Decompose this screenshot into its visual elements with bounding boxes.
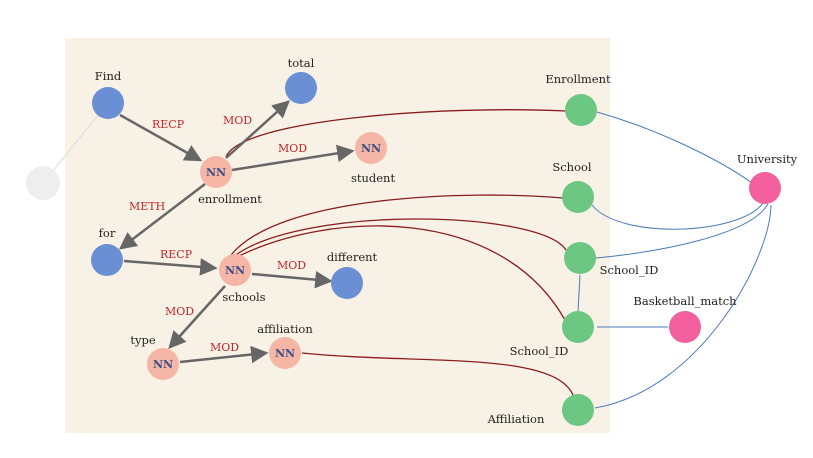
edge-find-enrollment	[119, 113, 203, 162]
node-total-label: total	[288, 56, 315, 70]
schema-edges	[577, 111, 772, 409]
node-school-id-column-2[interactable]	[562, 311, 594, 343]
node-enrollment[interactable]	[200, 156, 232, 188]
node-schools-label: schools	[222, 290, 265, 304]
edge-schools-type	[168, 285, 226, 349]
node-find-label: Find	[95, 69, 122, 83]
faded-edge	[42, 102, 109, 184]
node-university-label: University	[737, 152, 798, 166]
edge-label-recp-1: RECP	[152, 118, 185, 131]
edge-schools-different	[251, 270, 333, 289]
node-student[interactable]	[355, 132, 387, 164]
edge-label-recp-2: RECP	[160, 248, 193, 261]
edge-type-affiliation	[179, 345, 269, 364]
node-schools[interactable]	[219, 254, 251, 286]
schema-edge-schoolid1-university	[595, 203, 769, 259]
node-schools-tag: NN	[225, 264, 245, 277]
node-affiliation-column-label: Affiliation	[487, 412, 545, 426]
question-panel	[65, 38, 610, 433]
node-different[interactable]	[331, 267, 363, 299]
node-affiliation-label: affiliation	[257, 322, 313, 336]
match-edge-schoolid2	[234, 225, 566, 321]
edge-label-mod-student: MOD	[278, 142, 307, 155]
node-university[interactable]	[749, 172, 781, 204]
node-school-column[interactable]	[562, 181, 594, 213]
node-type-tag: NN	[153, 358, 173, 371]
edge-label-mod-type: MOD	[165, 305, 194, 318]
node-enrollment-column-label: Enrollment	[545, 72, 611, 86]
node-type-label: type	[130, 333, 155, 347]
node-school-id-column-2-label: School_ID	[510, 344, 569, 358]
node-for-label: for	[99, 226, 116, 240]
faded-node	[26, 166, 60, 200]
node-school-id-column-1-label: School_ID	[600, 263, 659, 277]
node-student-label: student	[351, 171, 396, 185]
schema-edge-school-university	[591, 202, 764, 230]
node-different-label: different	[327, 250, 378, 264]
node-find[interactable]	[92, 87, 124, 119]
schema-edge-schoolid1-schoolid2	[577, 274, 581, 313]
edge-label-mod-total: MOD	[223, 114, 252, 127]
match-edge-schoolid1	[232, 218, 567, 258]
node-student-tag: NN	[361, 142, 381, 155]
edge-enrollment-for	[118, 183, 206, 250]
dependency-edges	[118, 100, 355, 364]
node-affiliation-column[interactable]	[562, 394, 594, 426]
node-school-id-column-1[interactable]	[564, 242, 596, 274]
match-edges	[225, 109, 575, 399]
edge-for-schools	[123, 258, 218, 276]
schema-edge-enrollment-university	[596, 111, 753, 184]
node-affiliation-tag: NN	[275, 347, 295, 360]
edge-label-mod-affiliation: MOD	[210, 341, 239, 354]
edge-enrollment-total	[225, 100, 290, 159]
edge-label-mod-different: MOD	[277, 259, 306, 272]
node-affiliation[interactable]	[269, 337, 301, 369]
node-basketball-match[interactable]	[669, 311, 701, 343]
node-enrollment-column[interactable]	[565, 94, 597, 126]
node-basketball-match-label: Basketball_match	[633, 294, 737, 308]
match-edge-school	[230, 194, 564, 256]
node-type[interactable]	[147, 348, 179, 380]
node-enrollment-tag: NN	[206, 166, 226, 179]
edge-enrollment-student	[231, 144, 355, 172]
node-school-column-label: School	[552, 160, 592, 174]
node-total[interactable]	[285, 72, 317, 104]
edge-label-meth: METH	[129, 200, 165, 213]
node-enrollment-label: enrollment	[198, 192, 262, 206]
match-edge-affiliation	[301, 352, 575, 399]
schema-edge-affiliation-university	[594, 204, 772, 409]
node-for[interactable]	[91, 244, 123, 276]
